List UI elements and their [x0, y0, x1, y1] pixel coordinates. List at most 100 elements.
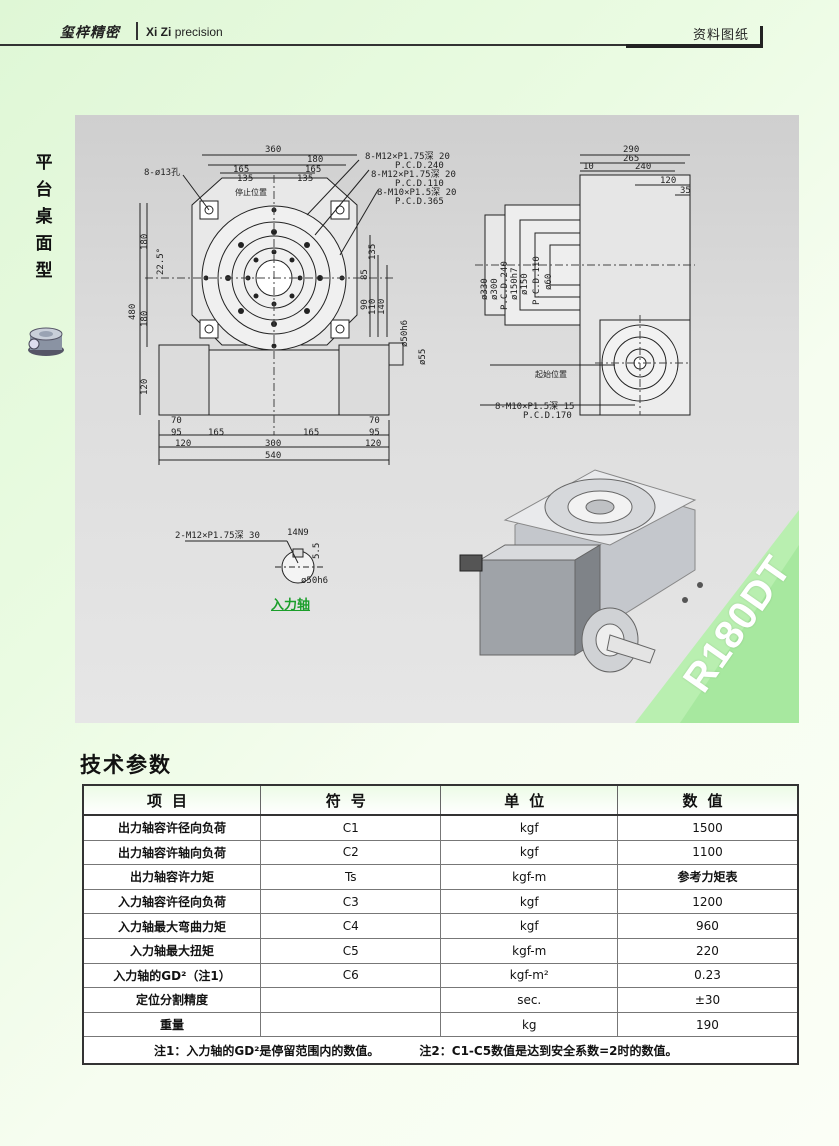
header-rule	[0, 44, 760, 46]
col-header-symbol: 符号	[259, 784, 442, 816]
table-row: 出力轴容许径向负荷 C1 kgf 1500	[82, 814, 799, 841]
dim-angle: 22.5°	[156, 248, 166, 275]
dim-360: 360	[265, 145, 281, 155]
dim-70-left: 70	[171, 416, 182, 426]
dim-70-right: 70	[369, 416, 380, 426]
cell-value: 1500	[616, 814, 799, 841]
dim-85: 85	[360, 269, 370, 280]
cell-symbol: C6	[259, 962, 442, 989]
table-row: 出力轴容许力矩 Ts kgf-m 参考力矩表	[82, 864, 799, 890]
cell-item: 出力轴容许轴向负荷	[82, 839, 261, 866]
cell-item: 入力轴容许径向负荷	[82, 888, 261, 915]
shaft-key-note: 14N9	[287, 528, 309, 538]
table-header-row: 项目 符号 单位 数值	[82, 784, 799, 816]
side-dim-330: ø330	[480, 278, 490, 300]
stop-position-label: 停止位置	[235, 187, 267, 197]
side-title-char: 型	[35, 261, 53, 281]
cell-unit: kgf	[440, 839, 618, 866]
side-dim-290: 290	[623, 145, 639, 155]
dim-165: 165	[233, 165, 249, 175]
side-dim-300: ø300	[490, 278, 500, 300]
cell-value: 960	[616, 913, 799, 939]
cell-symbol	[259, 987, 442, 1013]
dim-540: 540	[265, 451, 281, 461]
side-tap-note: 8-M10×P1.5深 15	[495, 401, 574, 412]
col-header-unit: 单位	[440, 784, 618, 816]
dim-90: 90	[360, 299, 370, 310]
cell-symbol: C3	[259, 888, 442, 915]
side-dim-265: 265	[623, 154, 639, 164]
shaft-tap-note: 2-M12×P1.75深 30	[175, 530, 260, 541]
cell-symbol	[259, 1011, 442, 1038]
dim-110: 110	[368, 299, 378, 315]
tap-note-1: 8-M12×P1.75深 20	[365, 151, 450, 162]
cell-item: 入力轴最大扭矩	[82, 937, 261, 964]
dim-180: 180	[307, 155, 323, 165]
table-row: 定位分割精度 sec. ±30	[82, 987, 799, 1013]
cell-item: 入力轴最大弯曲力矩	[82, 913, 261, 939]
brand-name-en: Xi Zi precision	[146, 25, 223, 39]
cell-unit: kgf	[440, 913, 618, 939]
shaft-dia-note: ø50h6	[301, 576, 328, 586]
dim-165-bottom-right: 165	[303, 428, 319, 438]
dim-180-lower: 180	[140, 311, 150, 327]
dim-135-right: 135	[297, 174, 313, 184]
cell-item: 定位分割精度	[82, 987, 261, 1013]
side-dim-pcd110: P.C.D.110	[532, 256, 542, 305]
note-1: 注1：入力轴的GD²是停留范围内的数值。	[154, 1043, 380, 1058]
tap-note-2-pcd: P.C.D.110	[395, 179, 444, 189]
cell-symbol: C5	[259, 937, 442, 964]
dim-120-bottom-left: 120	[175, 439, 191, 449]
cell-unit: kgf-m²	[440, 962, 618, 989]
technical-drawing: 360 180 165 165 135 135 8-ø13孔 停止位置 8-M1…	[128, 145, 799, 723]
dim-135: 135	[237, 174, 253, 184]
header-section-label: 资料图纸	[693, 28, 750, 43]
dim-shaft-dia: ø50h6	[400, 320, 410, 347]
cell-symbol: Ts	[259, 864, 442, 890]
dim-55: ø55	[418, 349, 428, 365]
brand-separator	[136, 22, 138, 40]
tap-note-1-pcd: P.C.D.240	[395, 161, 444, 171]
tap-note-3-pcd: P.C.D.365	[395, 197, 444, 207]
cell-value: 参考力矩表	[616, 864, 799, 890]
cell-unit: kgf	[440, 814, 618, 841]
hole-note: 8-ø13孔	[144, 167, 180, 178]
col-header-value: 数值	[616, 784, 799, 816]
brand-name-cn: 玺梓精密	[60, 25, 120, 41]
cell-unit: kgf	[440, 888, 618, 915]
header-rule-thick	[626, 44, 763, 48]
brand-en-rest: precision	[174, 25, 223, 39]
side-dim-150h7: ø150h7	[510, 267, 520, 300]
front-view: 360 180 165 165 135 135 8-ø13孔 停止位置 8-M1…	[128, 145, 456, 465]
brand-en-bold: Xi Zi	[146, 25, 172, 39]
side-dim-pcd240: P.C.D.240	[500, 261, 510, 310]
cell-value: 0.23	[616, 962, 799, 989]
cell-value: 1100	[616, 839, 799, 866]
tap-note-3: 8-M10×P1.5深 20	[377, 187, 456, 198]
dim-180-upper: 180	[140, 234, 150, 250]
technical-drawing-panel: 360 180 165 165 135 135 8-ø13孔 停止位置 8-M1…	[75, 115, 799, 723]
section-title: 技术参数	[80, 753, 172, 777]
cell-symbol: C2	[259, 839, 442, 866]
side-dim-60: ø60	[544, 274, 554, 290]
cell-unit: kgf-m	[440, 937, 618, 964]
side-category-title: 平 台 桌 面 型	[32, 150, 56, 285]
cell-symbol: C1	[259, 814, 442, 841]
cell-value: ±30	[616, 987, 799, 1013]
dim-165-bottom-left: 165	[208, 428, 224, 438]
product-3d-render	[459, 469, 703, 673]
side-dim-120: 120	[660, 176, 676, 186]
dim-95-left: 95	[171, 428, 182, 438]
product-thumbnail-icon	[28, 327, 64, 356]
table-row: 入力轴最大弯曲力矩 C4 kgf 960	[82, 913, 799, 939]
cell-value: 190	[616, 1011, 799, 1038]
page-header: 玺梓精密 Xi Zi precision 资料图纸	[0, 0, 839, 52]
table-row: 出力轴容许轴向负荷 C2 kgf 1100	[82, 839, 799, 866]
cell-symbol: C4	[259, 913, 442, 939]
dim-135-vert: 135	[368, 244, 378, 260]
note-2: 注2：C1-C5数值是达到安全系数=2时的数值。	[419, 1043, 678, 1058]
side-title-char: 面	[35, 234, 53, 254]
side-tap-pcd: P.C.D.170	[523, 411, 572, 421]
tap-note-2: 8-M12×P1.75深 20	[371, 169, 456, 180]
table-row: 入力轴最大扭矩 C5 kgf-m 220	[82, 937, 799, 964]
